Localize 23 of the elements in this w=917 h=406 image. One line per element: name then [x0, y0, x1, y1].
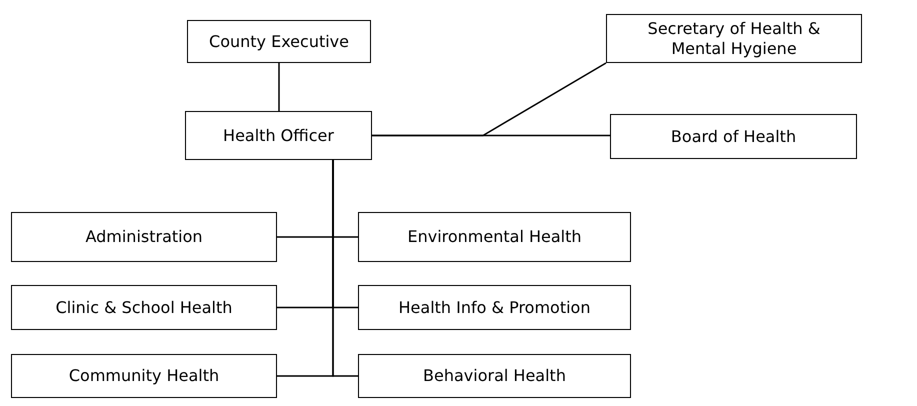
org-box — [11, 212, 277, 262]
connector-line — [278, 63, 280, 111]
org-box — [185, 111, 372, 160]
box-label: Secretary of Health & Mental Hygiene — [646, 19, 822, 58]
org-box — [606, 14, 862, 63]
box-label: Environmental Health — [407, 227, 582, 247]
org-box — [11, 285, 277, 330]
org-box — [11, 354, 277, 398]
box-label: Behavioral Health — [423, 366, 566, 386]
org-box — [358, 354, 631, 398]
connector-line — [372, 134, 610, 136]
box-label: County Executive — [209, 32, 349, 52]
box-label: Administration — [85, 227, 203, 247]
box-label: Health Officer — [223, 126, 334, 146]
box-label: Health Info & Promotion — [398, 298, 590, 318]
box-label: Clinic & School Health — [56, 298, 232, 318]
box-label: Board of Health — [670, 126, 796, 146]
org-box — [610, 114, 857, 159]
box-label: Community Health — [68, 366, 220, 386]
connector-line — [332, 160, 358, 377]
org-box — [187, 20, 371, 63]
org-box — [358, 212, 631, 262]
org-box — [358, 285, 631, 330]
